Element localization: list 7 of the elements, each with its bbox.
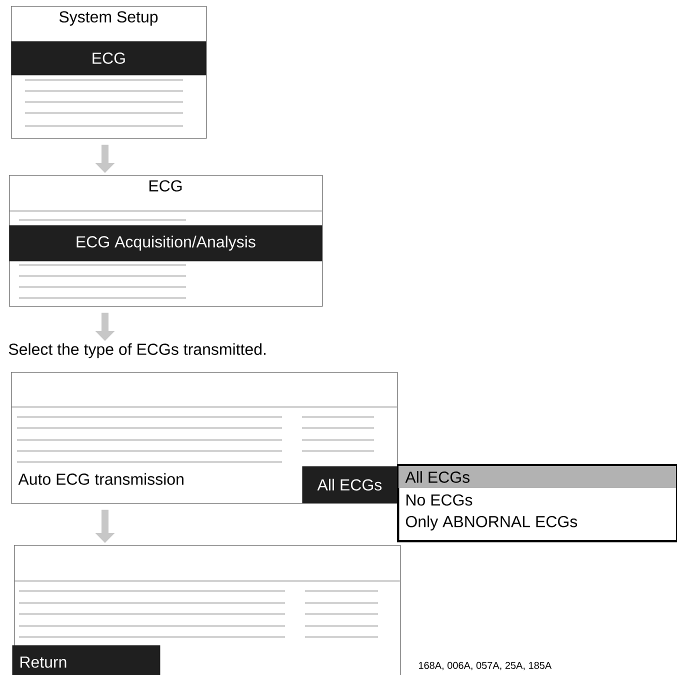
figure-code: 168A, 006A, 057A, 25A, 185A: [418, 662, 552, 670]
selected-item-bar: Return: [12, 645, 160, 675]
selected-item-bar: All ECGs: [302, 466, 398, 504]
dropdown-menu: All ECGs No ECGs Only ABNORNAL ECGs: [397, 464, 677, 542]
selected-item-bar: ECG: [11, 41, 206, 76]
selected-item-bar: ECG Acquisition/Analysis: [9, 225, 322, 262]
instruction-text: Select the type of ECGs transmitted.: [8, 343, 266, 358]
